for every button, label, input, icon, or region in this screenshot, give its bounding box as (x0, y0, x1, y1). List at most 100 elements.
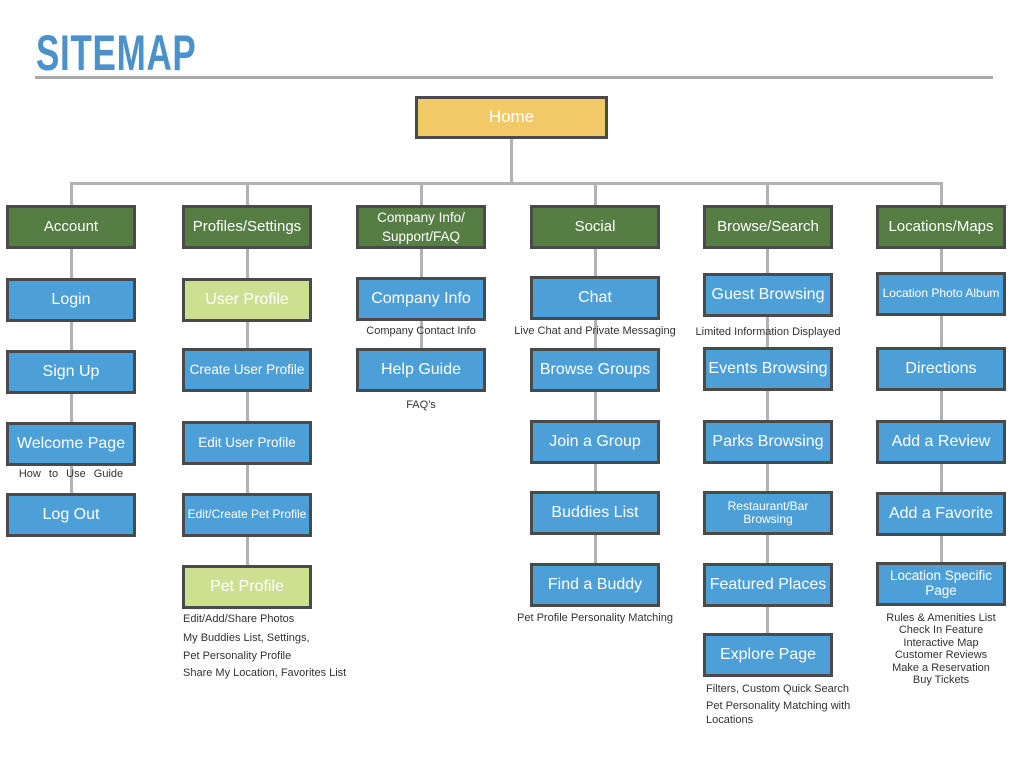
node-label: Featured Places (709, 576, 827, 594)
node-events-browsing: Events Browsing (703, 347, 833, 391)
node-help-guide: Help Guide (356, 348, 486, 392)
node-browse-groups: Browse Groups (530, 348, 660, 392)
node-guest-browsing: Guest Browsing (703, 273, 833, 317)
note-personality-matching: Pet Profile Personality Matching (517, 612, 673, 624)
node-create-user-profile: Create User Profile (182, 348, 312, 392)
connector-home-drop (510, 139, 513, 183)
footnote-check-in: Check In Feature (898, 624, 984, 636)
footnote-locations: Locations (706, 714, 754, 726)
note-limited-info: Limited Information Displayed (695, 326, 841, 338)
node-buddies-list: Buddies List (530, 491, 660, 535)
node-label: Company Info (371, 290, 471, 308)
footnote-rules-amenities: Rules & Amenities List (886, 612, 996, 624)
node-company-info: Company Info (356, 277, 486, 321)
footnote-buddies-settings: My Buddies List, Settings, (183, 632, 310, 644)
node-label: Parks Browsing (712, 433, 824, 451)
node-label: Welcome Page (16, 435, 126, 453)
node-user-profile: User Profile (182, 278, 312, 322)
note-faqs: FAQ's (406, 399, 436, 411)
node-label: Log Out (42, 506, 100, 524)
node-label: Profiles/Settings (192, 217, 302, 235)
node-browse-search: Browse/Search (703, 205, 833, 249)
node-edit-user-profile: Edit User Profile (182, 421, 312, 465)
node-edit-create-pet-profile: Edit/Create Pet Profile (182, 493, 312, 537)
connector-spine-social (594, 248, 597, 563)
footnote-filters: Filters, Custom Quick Search (706, 683, 850, 695)
footnote-share-location: Share My Location, Favorites List (183, 667, 347, 679)
node-chat: Chat (530, 276, 660, 320)
title-underline (35, 76, 993, 79)
node-company-info-support-faq: Company Info/ Support/FAQ (356, 205, 486, 249)
connector-stub (70, 182, 73, 208)
note-company-contact: Company Contact Info (366, 325, 476, 337)
note-use-guide: How to Use Guide (18, 468, 124, 480)
note-live-chat: Live Chat and Private Messaging (514, 325, 676, 337)
node-label: Edit/Create Pet Profile (187, 507, 307, 522)
node-join-a-group: Join a Group (530, 420, 660, 464)
footnote-pet-matching: Pet Personality Matching with (706, 700, 851, 712)
node-label: Events Browsing (708, 360, 828, 378)
node-pet-profile: Pet Profile (182, 565, 312, 609)
node-label: Explore Page (719, 646, 817, 664)
connector-stub (940, 182, 943, 208)
node-directions: Directions (876, 347, 1006, 391)
node-label: Login (51, 291, 91, 309)
connector-stub (246, 182, 249, 208)
node-label: Home (488, 107, 535, 127)
node-label: Pet Profile (210, 578, 284, 596)
node-location-specific-page: Location Specific Page (876, 562, 1006, 606)
node-home: Home (415, 96, 608, 139)
node-label: Social (574, 217, 616, 235)
node-label: Join a Group (549, 433, 641, 451)
node-label: User Profile (205, 291, 289, 309)
node-locations-maps: Locations/Maps (876, 205, 1006, 249)
node-profiles-settings: Profiles/Settings (182, 205, 312, 249)
node-log-out: Log Out (6, 493, 136, 537)
node-label: Locations/Maps (888, 217, 994, 235)
node-sign-up: Sign Up (6, 350, 136, 394)
node-social: Social (530, 205, 660, 249)
node-label: Directions (905, 360, 977, 378)
node-label: Help Guide (380, 361, 462, 379)
connector-stub (766, 182, 769, 208)
node-label: Account (43, 217, 99, 235)
footnote-reservation: Make a Reservation (892, 662, 990, 674)
connector-stub (594, 182, 597, 208)
node-label: Browse Groups (539, 361, 651, 379)
connector-stub (420, 182, 423, 208)
node-parks-browsing: Parks Browsing (703, 420, 833, 464)
node-add-a-favorite: Add a Favorite (876, 492, 1006, 536)
node-location-photo-album: Location Photo Album (876, 272, 1006, 316)
node-label: Location Photo Album (882, 286, 1000, 301)
footnote-customer-reviews: Customer Reviews (894, 649, 988, 661)
node-label-line1: Company Info/ (377, 210, 465, 225)
page-title: SITEMAP (36, 25, 197, 81)
node-add-a-review: Add a Review (876, 420, 1006, 464)
node-find-a-buddy: Find a Buddy (530, 563, 660, 607)
node-login: Login (6, 278, 136, 322)
node-account: Account (6, 205, 136, 249)
footnote-buy-tickets: Buy Tickets (912, 674, 970, 686)
node-label: Find a Buddy (547, 576, 643, 594)
footnote-pet-personality: Pet Personality Profile (183, 650, 292, 662)
connector-spine-profiles (246, 248, 249, 565)
node-label: Browse/Search (717, 217, 819, 235)
footnote-interactive-map: Interactive Map (903, 637, 979, 649)
node-label: Add a Favorite (888, 505, 994, 523)
connector-main-bar (70, 182, 943, 185)
node-label: Guest Browsing (711, 286, 825, 304)
node-label: Edit User Profile (198, 434, 296, 450)
node-label: Sign Up (42, 363, 100, 381)
node-label: Add a Review (891, 433, 991, 451)
node-label: Restaurant/Bar Browsing (727, 498, 809, 526)
node-label: Create User Profile (189, 361, 305, 377)
node-restaurant-bar-browsing: Restaurant/Bar Browsing (703, 491, 833, 535)
node-featured-places: Featured Places (703, 563, 833, 607)
node-label: Chat (578, 289, 612, 307)
node-explore-page: Explore Page (703, 633, 833, 677)
node-label-line2: Support/FAQ (381, 229, 461, 244)
footnote-photos: Edit/Add/Share Photos (183, 613, 295, 625)
node-label: Location Specific Page (889, 568, 993, 598)
node-label: Buddies List (551, 504, 639, 522)
